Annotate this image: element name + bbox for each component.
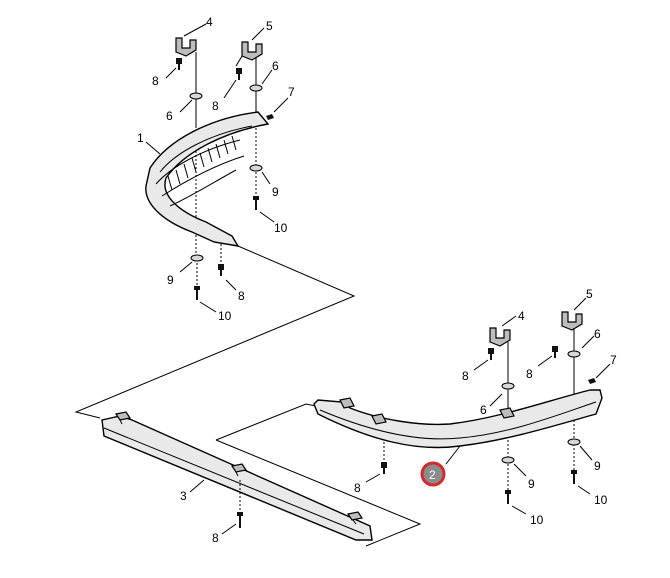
highlighted-callout-2[interactable]: 2 — [420, 461, 446, 487]
lower-assembly: 3 8 — [101, 411, 373, 545]
tab-3-mid — [231, 463, 247, 473]
callout-4-upper: 4 — [206, 15, 213, 29]
bracket-4-right — [489, 327, 511, 347]
bolt-8-upper-mid — [236, 68, 242, 80]
washer-6-right-upper — [567, 350, 581, 358]
bolt-10-upper-right — [253, 196, 259, 210]
tab-2-mid — [371, 413, 387, 425]
callout-1-upper: 1 — [137, 131, 144, 145]
callout-6-right-b: 6 — [480, 403, 487, 417]
tab-3-left — [115, 411, 131, 421]
bolt-8-right-b — [552, 346, 558, 358]
callout-9-upper-a: 9 — [272, 185, 279, 199]
grille-part-1 — [145, 111, 270, 247]
washer-6-upper-right — [249, 84, 263, 92]
callout-8-right-b: 8 — [526, 367, 533, 381]
clip-7-upper — [266, 114, 274, 120]
callout-8-lower: 8 — [212, 531, 219, 545]
bolt-8-lower — [237, 512, 243, 528]
deflector-part-3 — [101, 415, 373, 541]
callout-8-upper-b: 8 — [212, 99, 219, 113]
bumper-bar-part-2 — [313, 389, 603, 449]
bolt-10-right-a — [505, 490, 511, 504]
callout-10-right-b: 10 — [594, 493, 608, 507]
bolt-8-upper-left — [176, 58, 182, 70]
washer-6-upper-left — [189, 92, 203, 100]
callout-6-upper-b: 6 — [272, 59, 279, 73]
callout-9-right-b: 9 — [594, 459, 601, 473]
reference-planes — [74, 245, 422, 547]
callout-7-right: 7 — [610, 353, 617, 367]
bolt-8-right-c — [381, 462, 387, 474]
callout-10-upper-b: 10 — [218, 309, 232, 323]
washer-9-upper-right — [249, 164, 263, 172]
callout-8-right-c: 8 — [354, 481, 361, 495]
callout-10-right-a: 10 — [530, 513, 544, 527]
callout-5-right: 5 — [586, 287, 593, 301]
callout-8-upper-c: 8 — [238, 289, 245, 303]
washer-9-right-a — [501, 456, 515, 464]
tab-2-left — [339, 397, 355, 409]
callout-9-upper-b: 9 — [167, 273, 174, 287]
upper-assembly: 4 5 8 6 8 6 7 1 9 10 9 8 10 — [137, 15, 295, 323]
callout-9-right-a: 9 — [528, 477, 535, 491]
callout-8-right-a: 8 — [462, 369, 469, 383]
bolt-10-right-b — [571, 470, 577, 484]
washer-6-right-lower — [501, 382, 515, 390]
clip-7-right — [588, 378, 596, 384]
washer-9-upper-left — [190, 254, 204, 262]
bracket-4-upper — [175, 37, 197, 57]
callout-10-upper-a: 10 — [274, 221, 288, 235]
bolt-10-upper-left — [194, 286, 200, 300]
callout-7-upper: 7 — [288, 85, 295, 99]
callout-6-upper-a: 6 — [166, 109, 173, 123]
washer-9-right-b — [567, 438, 581, 446]
bolt-8-upper-lower — [218, 264, 224, 276]
callout-2-right: 2 — [429, 468, 436, 482]
callout-3-lower: 3 — [180, 489, 187, 503]
tab-2-right — [499, 407, 515, 419]
bolt-8-right-a — [488, 348, 494, 360]
callout-5-upper: 5 — [266, 19, 273, 33]
right-assembly: 5 4 6 7 8 8 6 9 9 10 10 8 2 — [313, 287, 617, 527]
bracket-5-upper — [241, 41, 263, 61]
callout-8-upper-a: 8 — [152, 74, 159, 88]
bracket-5-right — [561, 311, 583, 331]
grille-slats — [167, 135, 237, 191]
tab-3-right — [347, 511, 363, 521]
callout-4-right: 4 — [518, 309, 525, 323]
callout-6-right-a: 6 — [594, 327, 601, 341]
